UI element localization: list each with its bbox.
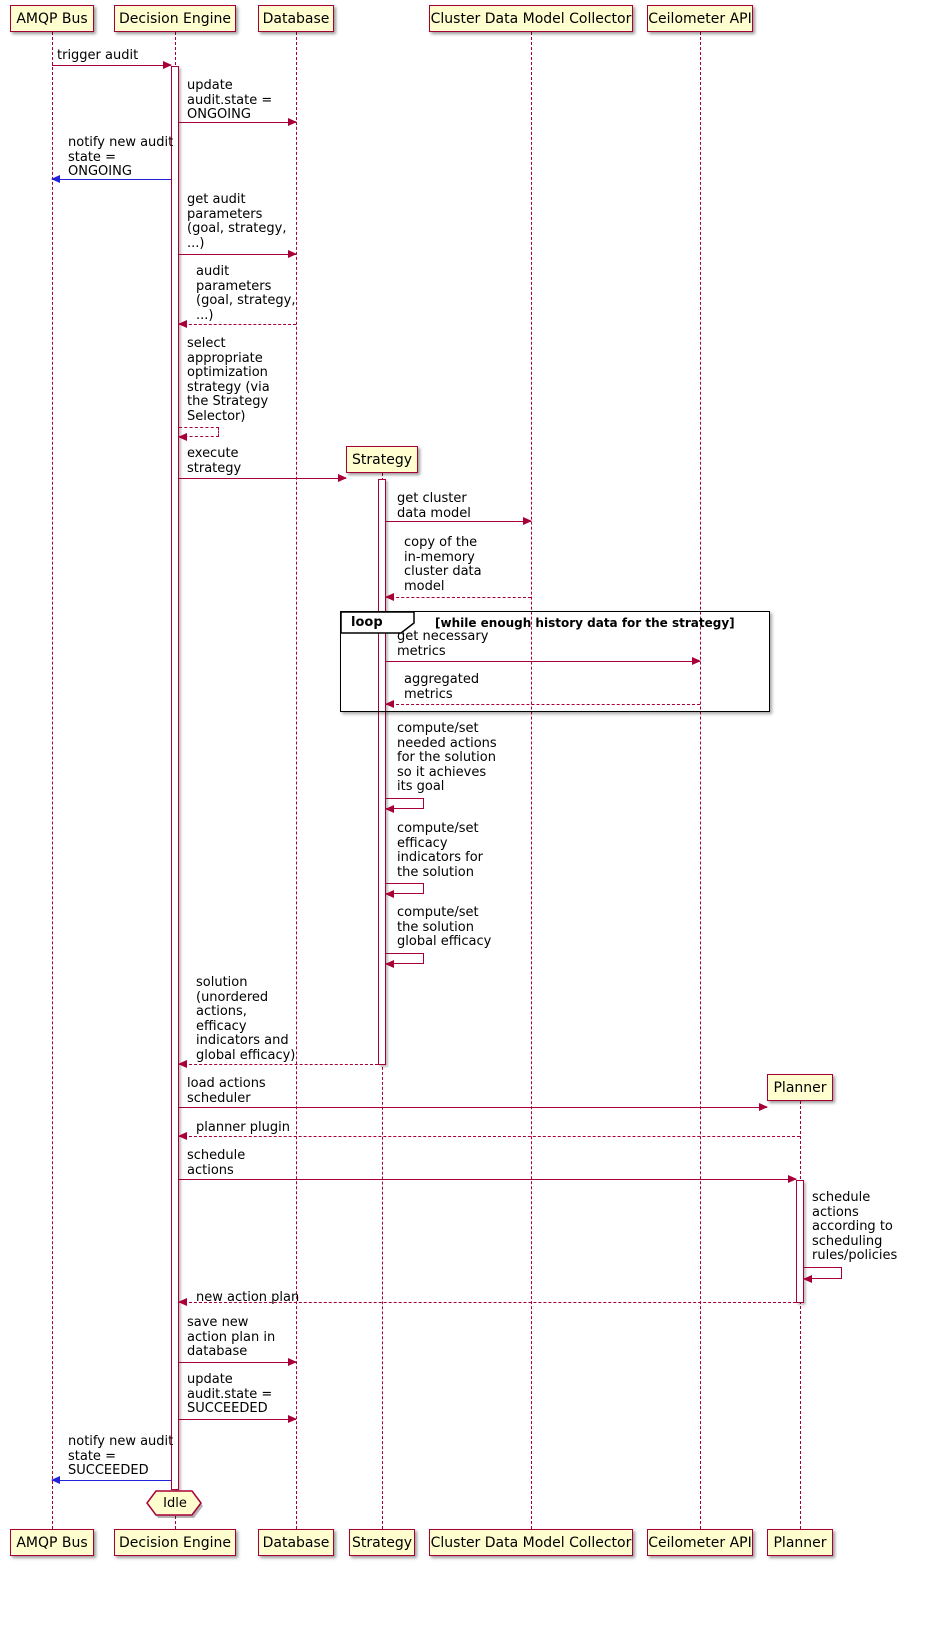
- label-get-audit-parameters: get audit parameters (goal, strategy, ..…: [187, 192, 287, 251]
- activation-strategy: [378, 479, 386, 1065]
- label-new-action-plan: new action plan: [196, 1290, 300, 1305]
- label-aggregated-metrics: aggregated metrics: [404, 672, 480, 702]
- participant-bottom-decision-engine: Decision Engine: [114, 1529, 236, 1556]
- loop-frame: loop [while enough history data for the …: [339, 610, 770, 712]
- label-compute-global-efficacy: compute/set the solution global efficacy: [397, 905, 492, 949]
- participant-bottom-strategy: Strategy: [349, 1529, 415, 1556]
- participant-top-ceilometer-api: Ceilometer API: [647, 5, 753, 32]
- activation-planner: [796, 1180, 804, 1303]
- label-select-strategy: select appropriate optimization strategy…: [187, 336, 270, 424]
- lifeline-amqp-bus: [52, 32, 53, 1529]
- loop-keyword: loop: [351, 615, 383, 630]
- end-state-label: Idle: [163, 1496, 187, 1511]
- idle-hexagon: [146, 1490, 203, 1518]
- participant-bottom-ceilometer-api: Ceilometer API: [647, 1529, 753, 1556]
- label-schedule-actions: schedule actions: [187, 1148, 246, 1178]
- activation-decision-engine: [171, 66, 179, 1490]
- participant-top-cluster-collector: Cluster Data Model Collector: [429, 5, 633, 32]
- participant-bottom-database: Database: [258, 1529, 334, 1556]
- label-get-cluster-data-model: get cluster data model: [397, 491, 471, 521]
- lifeline-planner: [800, 1101, 801, 1529]
- loop-pentagon: [339, 610, 415, 634]
- label-execute-strategy: execute strategy: [187, 446, 242, 476]
- label-audit-parameters: audit parameters (goal, strategy, ...): [196, 264, 296, 323]
- label-save-action-plan: save new action plan in database: [187, 1315, 276, 1359]
- arrow-compute-global-efficacy-self: [385, 953, 424, 968]
- label-compute-efficacy-indicators: compute/set efficacy indicators for the …: [397, 821, 484, 880]
- participant-top-decision-engine: Decision Engine: [114, 5, 236, 32]
- end-state-idle: Idle: [146, 1490, 204, 1519]
- label-get-necessary-metrics: get necessary metrics: [397, 629, 489, 659]
- participant-created-planner: Planner: [767, 1074, 833, 1101]
- label-planner-plugin: planner plugin: [196, 1120, 290, 1135]
- arrow-select-strategy-self: [178, 427, 219, 441]
- label-update-state-ongoing: update audit.state = ONGOING: [187, 78, 273, 122]
- arrow-compute-needed-actions-self: [385, 798, 424, 813]
- lifeline-database: [296, 32, 297, 1529]
- label-update-state-succeeded: update audit.state = SUCCEEDED: [187, 1372, 273, 1416]
- participant-bottom-planner: Planner: [767, 1529, 833, 1556]
- participant-created-strategy: Strategy: [346, 446, 418, 473]
- lifeline-ceilometer-api: [700, 32, 701, 1529]
- loop-condition: [while enough history data for the strat…: [435, 616, 735, 630]
- participant-top-amqp-bus: AMQP Bus: [10, 5, 94, 32]
- label-notify-state-ongoing: notify new audit state = ONGOING: [68, 135, 174, 179]
- label-solution: solution (unordered actions, efficacy in…: [196, 975, 296, 1063]
- label-schedule-according-rules: schedule actions according to scheduling…: [812, 1190, 898, 1263]
- arrow-schedule-according-rules-self: [803, 1267, 842, 1283]
- lifeline-cluster-collector: [531, 32, 532, 1529]
- label-trigger-audit: trigger audit: [57, 48, 139, 63]
- label-compute-needed-actions: compute/set needed actions for the solut…: [397, 721, 497, 794]
- arrow-compute-efficacy-indicators-self: [385, 883, 424, 898]
- participant-bottom-amqp-bus: AMQP Bus: [10, 1529, 94, 1556]
- label-load-actions-scheduler: load actions scheduler: [187, 1076, 266, 1106]
- participant-bottom-cluster-collector: Cluster Data Model Collector: [429, 1529, 633, 1556]
- label-notify-state-succeeded: notify new audit state = SUCCEEDED: [68, 1434, 174, 1478]
- label-copy-cluster-data-model: copy of the in-memory cluster data model: [404, 535, 482, 594]
- participant-top-database: Database: [258, 5, 334, 32]
